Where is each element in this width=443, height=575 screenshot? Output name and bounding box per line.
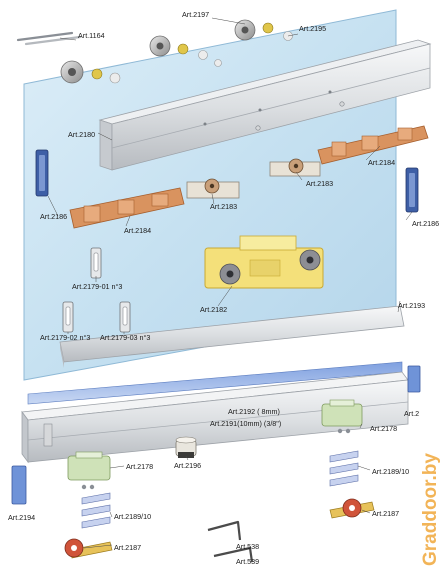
label-art-2196: Art.2196 bbox=[174, 461, 201, 470]
label-art-2179-02: Art.2179-02 n°3 bbox=[40, 333, 90, 342]
label-art-2189-right: Art.2189/10 bbox=[372, 467, 409, 476]
bracket-left bbox=[69, 187, 185, 229]
label-art-2187-left: Art.2187 bbox=[114, 543, 141, 552]
label-art-2180: Art.2180 bbox=[68, 130, 95, 139]
label-art-2-partial: Art.2 bbox=[404, 409, 419, 418]
label-art-2184-right: Art.2184 bbox=[368, 158, 395, 167]
watermark-text: Graddoor.by bbox=[420, 453, 441, 566]
floor-guide-right bbox=[321, 399, 363, 434]
carriage-small-left bbox=[186, 178, 240, 199]
top-wheels-middle bbox=[149, 35, 222, 67]
label-art-2194: Art.2194 bbox=[8, 513, 35, 522]
label-art-2178-left: Art.2178 bbox=[126, 462, 153, 471]
hex-key-539 bbox=[213, 546, 254, 563]
leader-lines bbox=[47, 17, 413, 549]
label-art-2191: Art.2191(10mm) (3/8") bbox=[210, 419, 281, 428]
top-track bbox=[98, 39, 432, 171]
top-wheels-left bbox=[60, 60, 121, 84]
label-art-2193: Art.2193 bbox=[398, 301, 425, 310]
floor-guide-left bbox=[67, 451, 111, 490]
stopper-2196 bbox=[175, 436, 197, 458]
carriage-small-right bbox=[269, 158, 321, 177]
carriage-main bbox=[204, 235, 324, 289]
label-art-2186-right: Art.2186 bbox=[412, 219, 439, 228]
label-art-2178-right: Art.2178 bbox=[370, 424, 397, 433]
bottom-profile bbox=[59, 305, 405, 368]
end-cap-left bbox=[11, 465, 27, 505]
art-1164-rails bbox=[16, 31, 82, 46]
label-art-2186-left: Art.2186 bbox=[40, 212, 67, 221]
label-art-539: Art.539 bbox=[236, 557, 259, 566]
label-art-2183-right: Art.2183 bbox=[306, 179, 333, 188]
spacers-right bbox=[329, 450, 359, 487]
label-art-2183-left: Art.2183 bbox=[210, 202, 237, 211]
label-art-2189-left: Art.2189/10 bbox=[114, 512, 151, 521]
hex-key-538 bbox=[207, 520, 242, 541]
end-cap-right bbox=[407, 365, 421, 393]
label-art-2195: Art.2195 bbox=[299, 24, 326, 33]
label-art-2182: Art.2182 bbox=[200, 305, 227, 314]
label-art-2179-01: Art.2179-01 n°3 bbox=[72, 282, 122, 291]
bottom-rail bbox=[21, 361, 409, 464]
spacers-left bbox=[81, 492, 111, 529]
label-art-2197: Art.2197 bbox=[182, 10, 209, 19]
top-wheels-right bbox=[234, 19, 293, 41]
bracket-right bbox=[317, 125, 429, 165]
label-art-2192: Art.2192 ( 8mm) bbox=[228, 407, 280, 416]
label-art-2184-left: Art.2184 bbox=[124, 226, 151, 235]
label-art-1164: Art.1164 bbox=[78, 31, 105, 40]
label-art-2179-03: Art.2179-03 n°3 bbox=[100, 333, 150, 342]
label-art-2187-right: Art.2187 bbox=[372, 509, 399, 518]
wheel-bracket-right bbox=[329, 498, 375, 519]
wheel-bracket-left bbox=[64, 538, 113, 559]
label-art-538: Art.538 bbox=[236, 542, 259, 551]
